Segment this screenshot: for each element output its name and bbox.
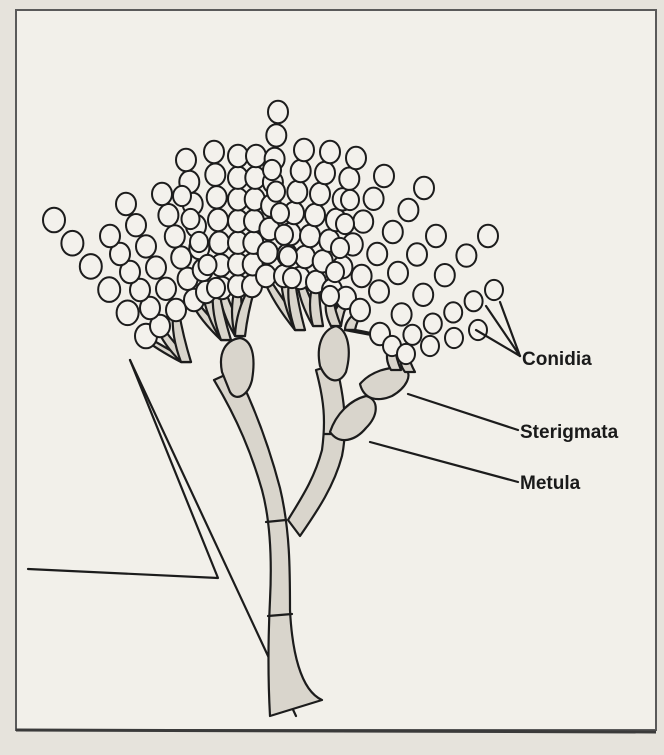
metula-label: Metula [520,473,581,494]
conidium [364,188,384,210]
conidium [424,314,442,334]
conidium [353,210,373,232]
conidium [320,141,340,163]
conidium [165,225,185,247]
conidium [295,246,315,268]
conidium [392,303,412,325]
conidium [331,238,349,258]
conidium [279,246,297,266]
conidium [204,141,224,163]
conidium [208,209,228,231]
conidium [435,264,455,286]
conidium [352,265,372,287]
conidium [407,243,427,265]
conidium [156,278,176,300]
conidium [321,286,339,306]
conidium [116,193,136,215]
conidium [414,177,434,199]
conidium [369,280,389,302]
conidium [283,268,301,288]
conidium [421,336,439,356]
conidium [367,243,387,265]
conidium [100,225,120,247]
conidium [176,149,196,171]
conidium [263,160,281,180]
conidium [294,139,314,161]
conidium [339,168,359,190]
conidium [315,162,335,184]
conidium [271,203,289,223]
conidium [287,181,307,203]
conidium [166,299,186,321]
sterigmata-label: Sterigmata [520,422,619,443]
conidium [291,160,311,182]
conidium [98,277,120,302]
conidium [310,183,330,205]
conidium [444,302,462,322]
conidium [126,214,146,236]
conidium [246,145,266,167]
conidium [413,284,433,306]
conidium [383,221,403,243]
conidium [397,344,415,364]
conidium [341,190,359,210]
conidium [267,182,285,202]
conidium [43,208,65,233]
conidium [336,214,354,234]
conidium [305,204,325,226]
conidium [199,255,217,275]
conidium [326,262,344,282]
conidium [171,246,191,268]
conidium [388,262,408,284]
conidium [209,232,229,254]
conidium [485,280,503,300]
conidium [350,299,370,321]
conidium [445,328,463,348]
conidium [117,301,139,326]
conidium [456,244,476,266]
conidium [190,232,208,252]
conidium [300,225,320,247]
conidium [136,235,156,257]
conidium [205,164,225,186]
conidium [152,183,172,205]
conidium [182,209,200,229]
conidium [346,147,366,169]
conidium [465,291,483,311]
conidium [61,231,83,256]
conidium [478,225,498,247]
conidium [426,225,446,247]
conidium [268,101,288,123]
conidium [258,241,278,263]
conidium [146,256,166,278]
conidium [403,325,421,345]
conidium [207,278,225,298]
conidium [398,199,418,221]
conidium [173,186,191,206]
conidium [80,254,102,279]
conidium [207,186,227,208]
conidium [275,225,293,245]
conidium [374,165,394,187]
conidia-label: Conidia [522,349,592,370]
conidium [158,204,178,226]
conidium [266,124,286,146]
